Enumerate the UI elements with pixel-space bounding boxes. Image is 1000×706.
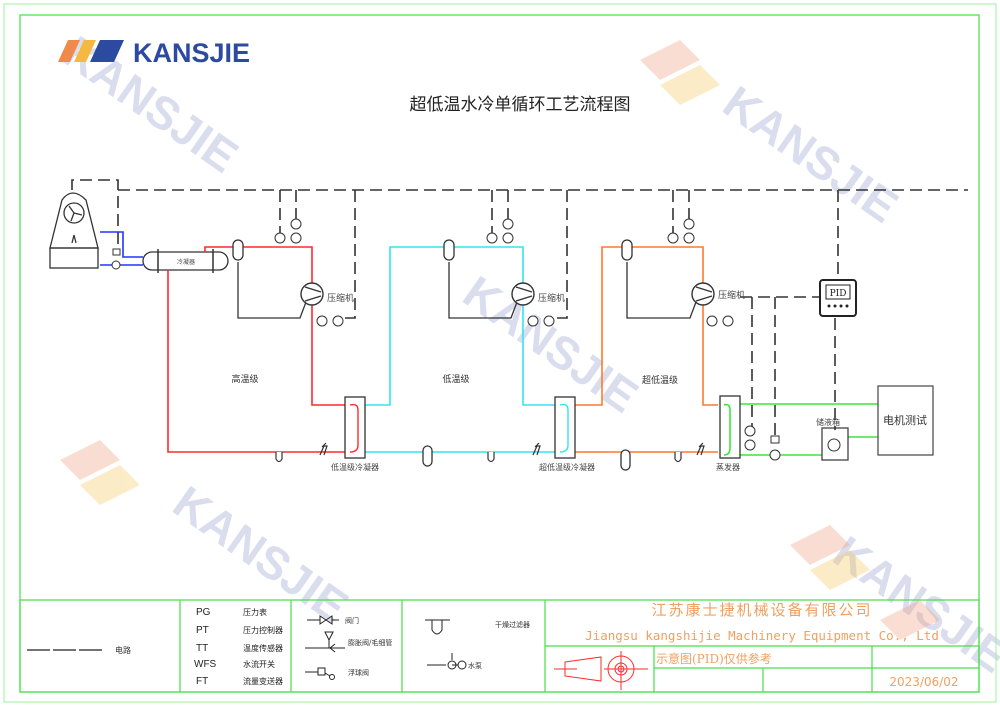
- svg-text:温度传感器: 温度传感器: [243, 643, 283, 653]
- pump-icon: [111, 260, 121, 270]
- svg-text:流量变送器: 流量变送器: [243, 676, 283, 686]
- stage-label-high: 高温级: [231, 373, 258, 385]
- tank-label: 储液箱: [816, 417, 840, 427]
- compressor-label: 压缩机: [327, 292, 354, 304]
- pump-motor-icon: [770, 435, 780, 444]
- flow-switch-icon: [112, 248, 121, 256]
- svg-text:WFS: WFS: [194, 659, 217, 670]
- svg-text:压力控制器: 压力控制器: [243, 625, 283, 635]
- svg-text:浮球阀: 浮球阀: [348, 668, 369, 677]
- outer-border: [3, 3, 997, 703]
- water-cooled-condenser: 冷凝器: [142, 249, 229, 273]
- pid-note: 示意图(PID)仅供参考: [656, 651, 772, 666]
- svg-text:KANSJIE: KANSJIE: [454, 266, 647, 423]
- svg-text:干燥过滤器: 干燥过滤器: [495, 620, 530, 629]
- svg-text:FT: FT: [196, 676, 208, 687]
- svg-text:水泵: 水泵: [468, 661, 482, 670]
- electric-circuit-lines: [71, 179, 968, 438]
- drawing-date: 2023/06/02: [889, 675, 958, 689]
- kansjie-logo: KANSJIE: [58, 38, 250, 68]
- svg-text:KANSJIE: KANSJIE: [133, 38, 250, 68]
- svg-text:TT: TT: [196, 643, 208, 654]
- ultra-low-condenser-label: 超低温级冷凝器: [539, 462, 595, 472]
- pid-controller: PID: [819, 279, 857, 317]
- legend-abbreviations: PG 压力表 PT 压力控制器 TT 温度传感器 WFS 水流开关 FT 流量变…: [194, 607, 283, 687]
- svg-text:压力表: 压力表: [243, 607, 267, 617]
- svg-text:PT: PT: [196, 625, 209, 636]
- motor-test-label: 电机测试: [883, 413, 927, 427]
- receivers: [232, 239, 633, 471]
- dryer-filters: [275, 452, 682, 463]
- page-title: 超低温水冷单循环工艺流程图: [410, 95, 631, 115]
- expansion-valves: [319, 442, 705, 456]
- stage-label-low: 低温级: [442, 373, 469, 385]
- watermarks: KANSJIE KANSJIE KANSJIE KANSJIE KANSJIE: [54, 26, 1000, 683]
- cooling-tower: [49, 192, 99, 269]
- svg-text:KANSJIE: KANSJIE: [714, 76, 907, 233]
- gauges: [274, 218, 841, 452]
- svg-text:PG: PG: [196, 607, 211, 618]
- low-temp-condenser-label: 低温级冷凝器: [331, 462, 379, 472]
- evaporator-label: 蒸发器: [716, 462, 740, 472]
- compressor-label: 压缩机: [538, 292, 565, 304]
- low-stage-refrigerant-lines: [365, 246, 555, 453]
- svg-text:水流开关: 水流开关: [243, 659, 275, 669]
- legend-valves: 阀门 膨胀阀/毛细管 浮球阀: [305, 615, 392, 680]
- projection-symbol: [554, 651, 648, 690]
- legend-circuit-label: 电路: [115, 645, 131, 655]
- high-stage-refrigerant-lines: [167, 246, 345, 453]
- svg-text:阀门: 阀门: [345, 616, 359, 625]
- svg-text:PID: PID: [830, 289, 847, 299]
- svg-text:冷凝器: 冷凝器: [177, 258, 195, 266]
- compressors: 压缩机 压缩机 压缩机: [300, 282, 745, 306]
- company-name-cn: 江苏康士捷机械设备有限公司: [651, 601, 872, 619]
- water-tank: [821, 427, 849, 461]
- water-pump-icon: [769, 449, 781, 461]
- legend-table-grid: [19, 599, 980, 693]
- compressor-label: 压缩机: [718, 289, 745, 301]
- stage-label-ultra-low: 超低温级: [642, 374, 678, 386]
- heat-exchangers: [344, 395, 741, 459]
- legend-filter-pump: 干燥过滤器 水泵: [425, 619, 530, 670]
- company-name-en: Jiangsu kangshijie Machinery Equipment C…: [585, 628, 939, 643]
- oil-return-lines: [237, 262, 697, 319]
- cooling-water-lines: [100, 231, 143, 266]
- ultra-low-stage-refrigerant-lines: [575, 246, 718, 453]
- motor-test-box: [877, 385, 934, 456]
- svg-text:膨胀阀/毛细管: 膨胀阀/毛细管: [348, 638, 392, 647]
- chilled-water-lines: [723, 403, 878, 456]
